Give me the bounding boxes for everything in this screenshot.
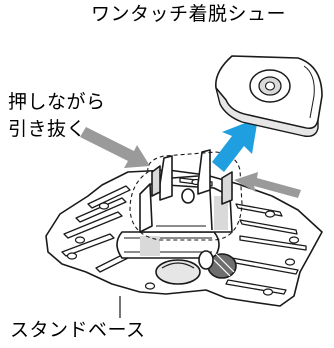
- base-label: スタンドベース: [10, 319, 146, 341]
- left-latch: [151, 165, 161, 197]
- clip-fork: [151, 149, 233, 205]
- shoe-label: ワンタッチ着脱シュー: [91, 3, 287, 25]
- shoe-side: [215, 87, 319, 138]
- right-prong: [197, 149, 211, 195]
- quick-release-shoe: [215, 55, 323, 138]
- left-press-arrow: [80, 127, 150, 168]
- latch-highlight: [129, 151, 243, 241]
- press-label-line1: 押しながら: [8, 91, 106, 113]
- pull-out-arrow: [212, 118, 258, 172]
- right-press-arrow: [234, 172, 301, 198]
- left-prong: [159, 155, 173, 201]
- hinge-shade: [140, 236, 160, 256]
- press-label-line2: 引き抜く: [8, 118, 87, 140]
- hinge-assembly: [116, 231, 237, 279]
- center-hole: [181, 188, 195, 204]
- base-screw-holes: [66, 178, 300, 296]
- right-latch: [221, 171, 233, 205]
